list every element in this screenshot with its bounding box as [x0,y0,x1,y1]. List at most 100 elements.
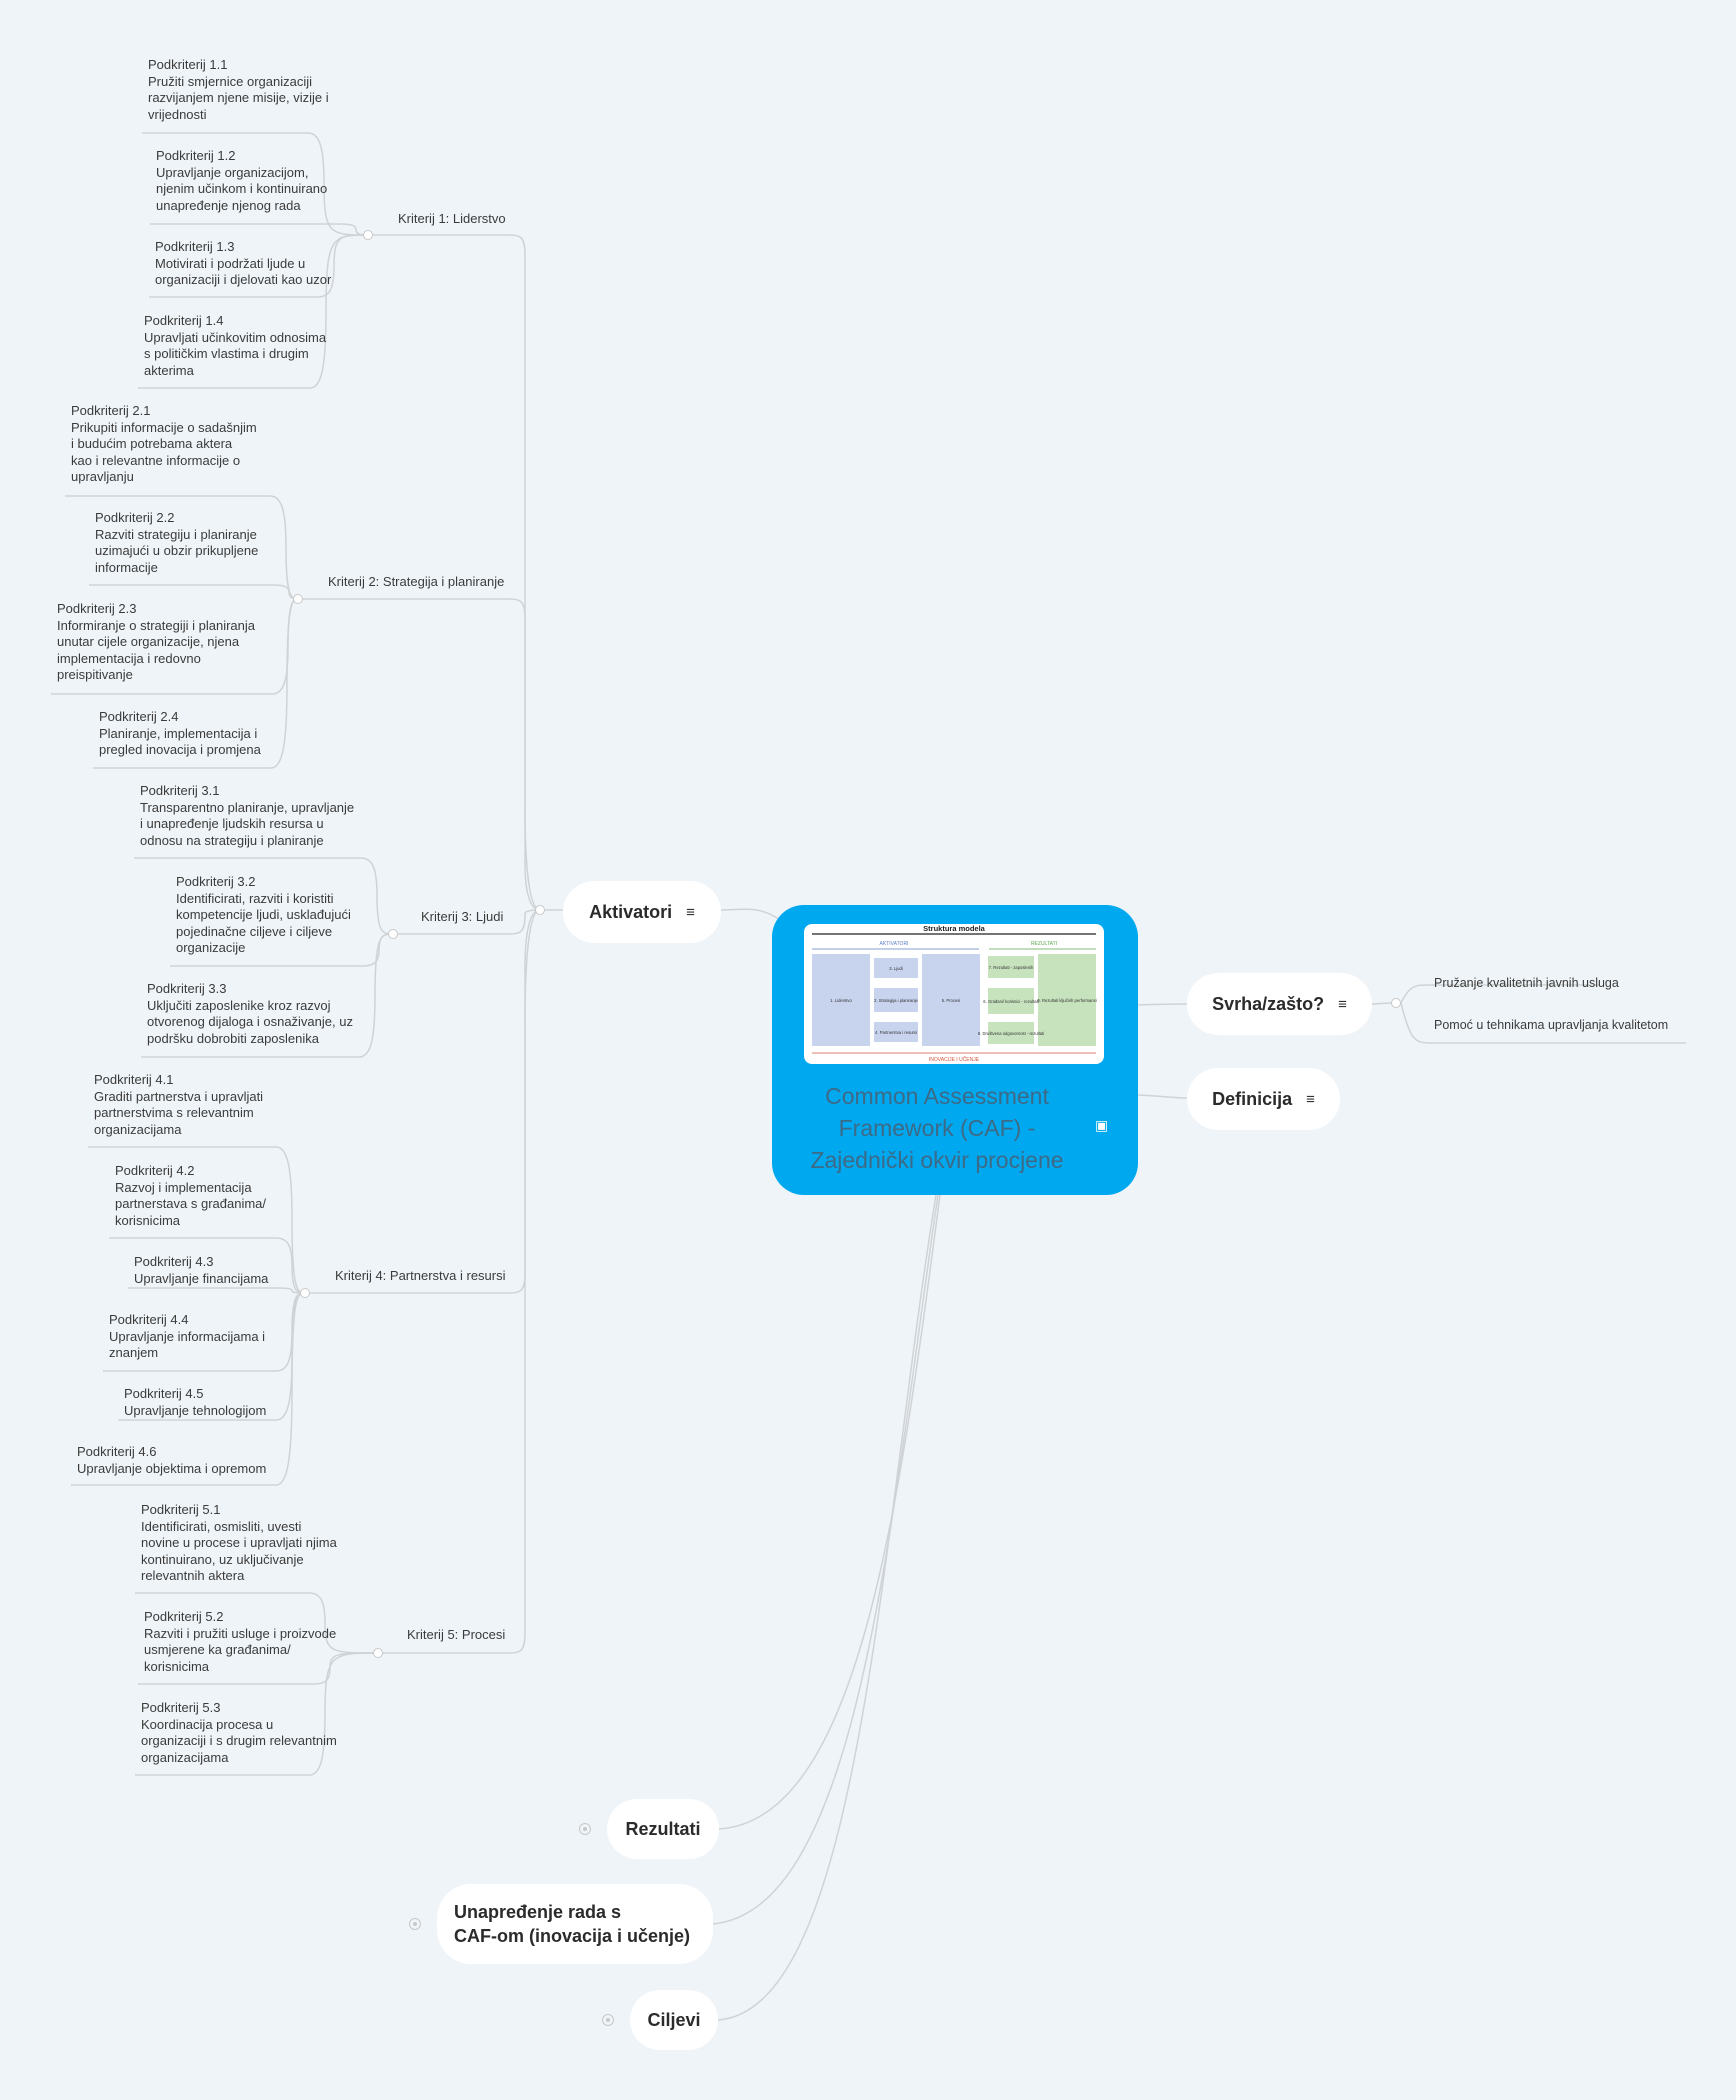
model-structure-image: Struktura modela AKTIVATORI REZULTATI IN… [804,924,1104,1064]
notes-icon[interactable]: ≡ [686,903,695,921]
notes-icon[interactable]: ≡ [1306,1090,1315,1108]
subcriterion-text: Razviti strategiju i planiranje [95,526,257,542]
expand-toggle-ciljevi[interactable] [602,2014,614,2026]
subcriterion-text: usmjerene ka građanima/ [144,1642,291,1657]
branch-joint-svrha[interactable] [1391,998,1401,1008]
subcriterion-code: Podkriterij 5.1 [141,1502,221,1517]
subcriterion-code: Podkriterij 4.5 [124,1386,204,1401]
central-topic[interactable]: Struktura modela AKTIVATORI REZULTATI IN… [772,905,1138,1195]
criterion-2[interactable]: Kriterij 2: Strategija i planiranje [328,574,505,589]
expand-toggle-unaprjedjenje[interactable] [409,1918,421,1930]
image-box-8: 8. Društvena odgovornost - rezultati [978,1031,1044,1036]
subcriterion-text: i unapređenje ljudskih resursa u [140,816,324,831]
subcriterion-text: kompetencije ljudi, usklađujući [176,907,351,922]
image-box-3: 3. Ljudi [889,966,903,971]
subcriterion-text: organizacijama [141,1749,229,1765]
subcriterion-code: Podkriterij 2.1 [71,403,151,418]
subcriterion-text: Identificirati, razviti i koristiti [176,890,334,906]
branch-joint-k3[interactable] [388,929,398,939]
subcriterion-text: Upravljanje informacijama i [109,1328,266,1344]
svrha-item[interactable]: Pomoć u tehnikama upravljanja kvalitetom [1434,1018,1669,1032]
subcriterion-text: njenim učinkom i kontinuirano [156,181,328,196]
criterion-3[interactable]: Kriterij 3: Ljudi [421,909,504,924]
node-unaprjedjenje-line: CAF-om (inovacija i učenje) [454,1926,691,1946]
subcriterion-code: Podkriterij 4.4 [109,1312,189,1327]
subcriterion-text: otvorenog dijaloga i osnaživanje, uz [147,1014,353,1029]
branch-joint-k4[interactable] [300,1288,310,1298]
image-box-6: 6. Građani/ korisnici - rezultati [983,999,1038,1004]
subcriterion-code: Podkriterij 1.2 [156,148,236,163]
node-definicija[interactable]: Definicija ≡ [1187,1068,1340,1130]
central-title-line: Framework (CAF) - [838,1115,1036,1141]
svrha-item[interactable]: Pružanje kvalitetnih javnih usluga [1434,976,1619,990]
subcriterion-text: unapređenje njenog rada [156,197,301,213]
subcriterion-text: akterima [144,362,194,378]
subcriterion-text: Koordinacija procesa u [141,1716,274,1732]
subcriterion-text: Transparentno planiranje, upravljanje [140,799,355,815]
subcriterion-text: Upravljanje tehnologijom [124,1402,267,1418]
subcriterion-text: znanjem [109,1345,159,1360]
node-ciljevi[interactable]: Ciljevi [630,1990,718,2050]
subcriterion-text: Motivirati i podržati ljude u [155,255,306,271]
criterion-5[interactable]: Kriterij 5: Procesi [407,1627,506,1642]
subcriterion-text: s političkim vlastima i drugim [144,346,309,361]
branch-joint-aktivatori[interactable] [535,905,545,915]
subcriterion-text: Pružiti smjernice organizaciji [148,73,312,89]
node-aktivatori[interactable]: Aktivatori≡ [563,881,721,943]
image-title: Struktura modela [923,924,986,933]
image-box-7: 7. Rezultati - zaposlenih [989,965,1034,970]
image-icon[interactable]: ▣ [1095,1117,1109,1133]
subcriterion-code: Podkriterij 3.3 [147,981,227,996]
node-unaprjedjenje[interactable]: Unapređenje rada s CAF-om (inovacija i u… [437,1884,713,1964]
subcriterion-text: upravljanju [71,469,134,484]
subcriterion-text: organizaciji i djelovati kao uzor [155,272,332,287]
subcriterion-code: Podkriterij 2.3 [57,601,137,616]
subcriterion-text: Upravljanje financijama [134,1270,269,1286]
subcriterion-text: kao i relevantne informacije o [71,452,241,468]
node-svrha-label: Svrha/zašto? [1212,993,1325,1014]
node-definicija-label: Definicija [1212,1088,1293,1109]
subcriterion-code: Podkriterij 3.2 [176,874,256,889]
image-box-9: 9. Rezultati ključnih performansi [1037,998,1096,1003]
branch-joint-k1[interactable] [363,230,373,240]
activators-label: AKTIVATORI [880,941,909,947]
node-svrha[interactable]: Svrha/zašto? ≡ [1187,973,1372,1035]
subcriterion-text: Identificirati, osmisliti, uvesti [141,1518,302,1534]
subcriterion-text: Uključiti zaposlenike kroz razvoj [147,997,331,1013]
subcriterion-text: Upravljati učinkovitim odnosima [144,329,327,345]
node-rezultati[interactable]: Rezultati [607,1799,719,1859]
branch-joint-k2[interactable] [293,594,303,604]
subcriterion-code: Podkriterij 4.3 [134,1254,214,1269]
subcriterion-code: Podkriterij 2.4 [99,709,179,724]
subcriterion-text: Prikupiti informacije o sadašnjim [71,419,257,435]
criterion-1[interactable]: Kriterij 1: Liderstvo [398,211,506,226]
subcriterion-text: Informiranje o strategiji i planiranja [57,617,255,633]
criterion-4[interactable]: Kriterij 4: Partnerstva i resursi [335,1268,506,1283]
notes-icon[interactable]: ≡ [1338,995,1347,1013]
expand-toggle-rezultati[interactable] [579,1823,591,1835]
branch-joint-k5[interactable] [373,1648,383,1658]
image-box-1: 1. Liderstvo [830,998,852,1003]
subcriterion-text: Upravljanje organizacijom, [156,164,309,180]
subcriterion-text: partnerstvima s relevantnim [94,1105,254,1120]
